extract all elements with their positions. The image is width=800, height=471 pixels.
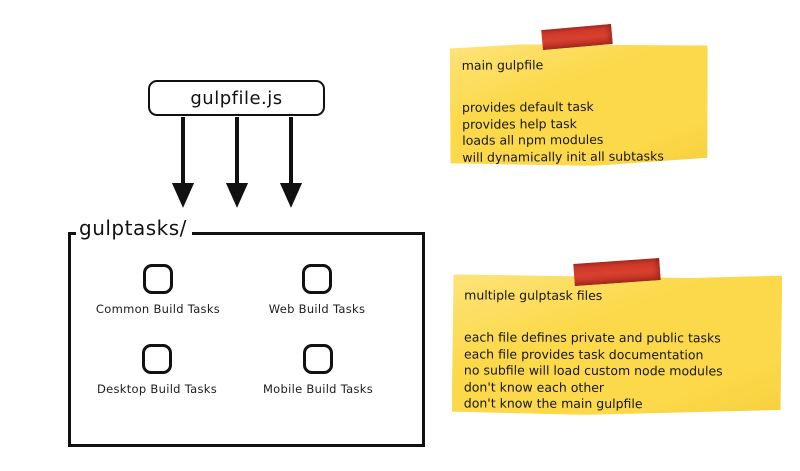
- note-line: each file provides task documentation: [463, 345, 704, 362]
- note-line: provides default task: [461, 98, 594, 115]
- arrow-head-icon: [279, 183, 303, 208]
- sticky-note-multiple-gulptask-files: multiple gulptask files each file define…: [452, 274, 782, 415]
- task-item-common-build-tasks: Common Build Tasks: [88, 264, 228, 316]
- note-line: no subfile will load custom node modules: [463, 362, 723, 379]
- note-line: provides help task: [462, 115, 577, 132]
- note-line: don't know the main gulpfile: [463, 395, 643, 412]
- task-square-icon: [303, 344, 333, 374]
- task-item-label: Desktop Build Tasks: [96, 382, 218, 396]
- task-square-icon: [143, 264, 173, 294]
- arrow-head-icon: [225, 183, 249, 208]
- note-title: multiple gulptask files: [464, 287, 603, 303]
- note-title: main gulpfile: [461, 57, 544, 73]
- note-line: will dynamically init all subtasks: [462, 147, 664, 165]
- arrow-head-icon: [171, 183, 195, 208]
- flow-arrows: [171, 117, 303, 208]
- gulptasks-container-label: gulptasks/: [76, 215, 192, 241]
- task-item-web-build-tasks: Web Build Tasks: [247, 264, 387, 316]
- gulpfile-node: gulpfile.js: [148, 80, 325, 116]
- note-line: loads all npm modules: [462, 131, 604, 148]
- note-line: each file defines private and public tas…: [464, 329, 721, 346]
- gulpfile-node-label: gulpfile.js: [190, 87, 283, 109]
- task-square-icon: [142, 344, 172, 374]
- note-lines: provides default task provides help task…: [462, 98, 694, 166]
- sticky-note-main-gulpfile: main gulpfile provides default task prov…: [450, 43, 709, 167]
- task-item-label: Web Build Tasks: [268, 302, 366, 316]
- note-line: don't know each other: [463, 378, 605, 395]
- task-item-label: Mobile Build Tasks: [262, 382, 374, 396]
- gulptasks-container: [68, 232, 425, 447]
- note-lines: each file defines private and public tas…: [464, 329, 768, 413]
- task-item-label: Common Build Tasks: [95, 302, 221, 316]
- task-item-mobile-build-tasks: Mobile Build Tasks: [248, 344, 388, 396]
- task-square-icon: [302, 264, 332, 294]
- task-item-desktop-build-tasks: Desktop Build Tasks: [87, 344, 227, 396]
